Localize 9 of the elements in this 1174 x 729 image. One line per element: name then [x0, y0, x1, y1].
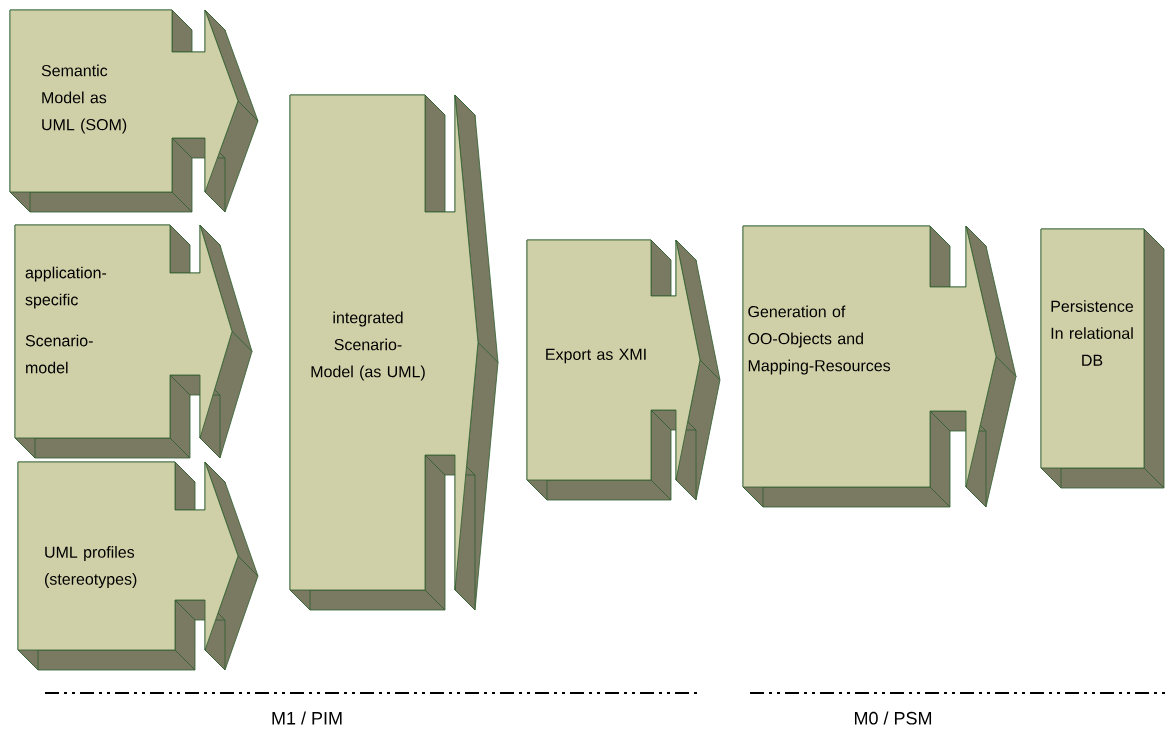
arrow-block: Generation of OO-Objects and Mapping-Resources [742, 225, 1017, 508]
arrow-block: Export as XMI [526, 239, 721, 501]
arrow-block: UML profiles (stereotypes) [17, 461, 259, 671]
arrow-block: Semantic Model as UML (SOM) [9, 9, 259, 213]
arrow-block: application-specific Scenario-model [14, 224, 253, 459]
arrow-block: integrated Scenario-Model (as UML) [289, 94, 499, 611]
level-label: M1 / PIM [272, 711, 342, 725]
block: Persistence In relational DB [1040, 228, 1165, 489]
level-label: M0 / PSM [855, 711, 932, 725]
